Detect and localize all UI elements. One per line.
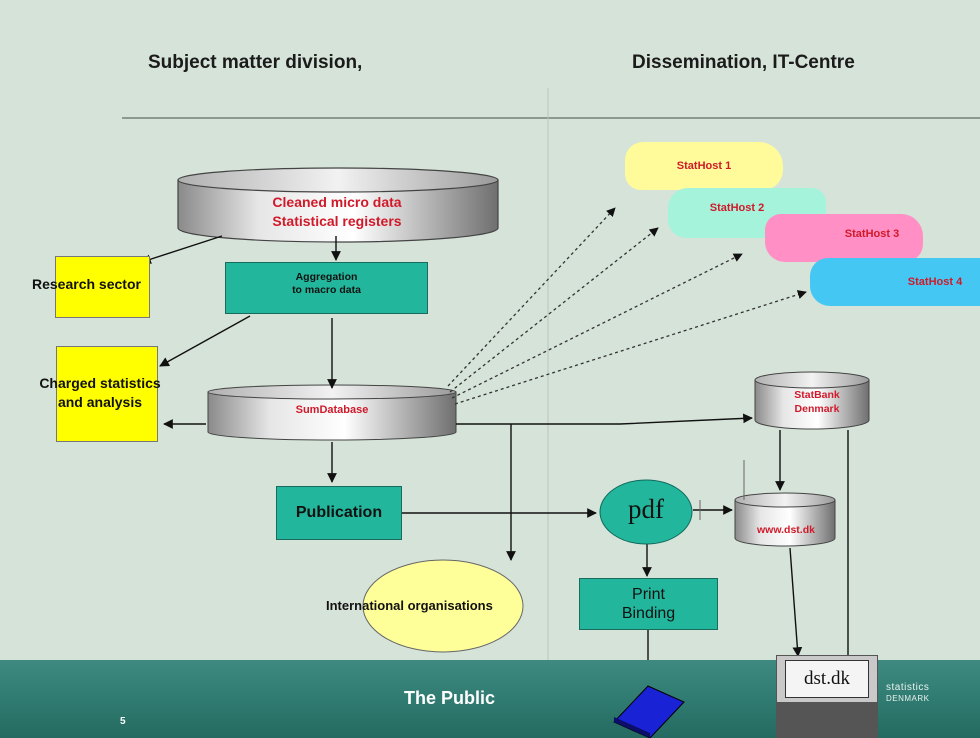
header-dissemination-it-centre: Dissemination, IT-Centre <box>632 52 855 73</box>
international-orgs-label: International organisations <box>326 598 493 613</box>
statbank-cylinder <box>754 371 870 430</box>
stathost-1-box: StatHost 1 <box>625 142 783 190</box>
computer-screen: dst.dk <box>785 660 869 698</box>
micro-data-line1: Cleaned micro data <box>272 194 402 210</box>
print-line2: Binding <box>621 605 676 622</box>
dotted-arrow-stathost-4 <box>454 290 807 405</box>
statbank-line1: StatBank <box>794 389 840 401</box>
pdf-circle <box>599 479 693 545</box>
stathost-2-label: StatHost 2 <box>709 202 765 214</box>
statbank-label: StatBank Denmark <box>772 388 862 416</box>
stathost-3-label: StatHost 3 <box>844 228 900 240</box>
computer-keyboard <box>777 702 877 737</box>
publication-label: Publication <box>295 504 383 521</box>
stathost-3-box: StatHost 3 <box>765 214 923 262</box>
website-cylinder <box>734 492 836 547</box>
research-sector-box <box>55 256 150 318</box>
charged-statistics-box <box>56 346 158 442</box>
arrow-micro-to-research <box>141 235 223 264</box>
micro-data-label: Cleaned micro data Statistical registers <box>232 193 442 231</box>
arrow-website-to-computer <box>789 547 803 657</box>
computer-screen-label: dst.dk <box>804 668 850 689</box>
sum-database-cylinder <box>207 384 457 441</box>
micro-data-line2: Statistical registers <box>272 213 402 229</box>
aggregation-box: Aggregation to macro data <box>225 262 428 314</box>
aggregation-line1: Aggregation <box>295 271 358 283</box>
sum-database-label: SumDatabase <box>295 404 369 416</box>
stathost-1-label: StatHost 1 <box>676 160 732 172</box>
computer-icon: dst.dk <box>776 655 878 738</box>
print-line1: Print <box>632 586 665 603</box>
charged-line1: Charged statistics <box>39 375 161 391</box>
print-binding-box: Print Binding <box>579 578 718 630</box>
arrow-aggregation-to-charged <box>159 315 251 367</box>
statbank-line2: Denmark <box>794 403 840 415</box>
micro-data-cylinder <box>177 167 499 243</box>
logo-line1: statistics <box>886 682 930 693</box>
header-subject-matter-division: Subject matter division, <box>148 52 363 73</box>
arrow-sumdb-to-statbank <box>456 413 753 425</box>
stathost-4-box: StatHost 4 <box>810 258 980 306</box>
website-label: www.dst.dk <box>757 524 815 536</box>
charged-statistics-label: Charged statistics and analysis <box>20 374 180 412</box>
international-orgs-ellipse <box>362 559 524 653</box>
statistics-denmark-logo: statistics DENMARK <box>886 682 930 704</box>
research-sector-label: Research sector <box>32 276 141 292</box>
pdf-label: pdf <box>628 494 664 524</box>
publication-box: Publication <box>276 486 402 540</box>
charged-line2: and analysis <box>57 394 143 410</box>
dotted-arrow-stathost-2 <box>449 227 659 393</box>
aggregation-line2: to macro data <box>292 284 361 296</box>
page-number: 5 <box>120 716 126 727</box>
stathost-4-label: StatHost 4 <box>907 276 963 288</box>
logo-line2: DENMARK <box>886 694 930 703</box>
dotted-arrow-stathost-1 <box>447 207 616 387</box>
footer-public-title: The Public <box>404 688 496 708</box>
